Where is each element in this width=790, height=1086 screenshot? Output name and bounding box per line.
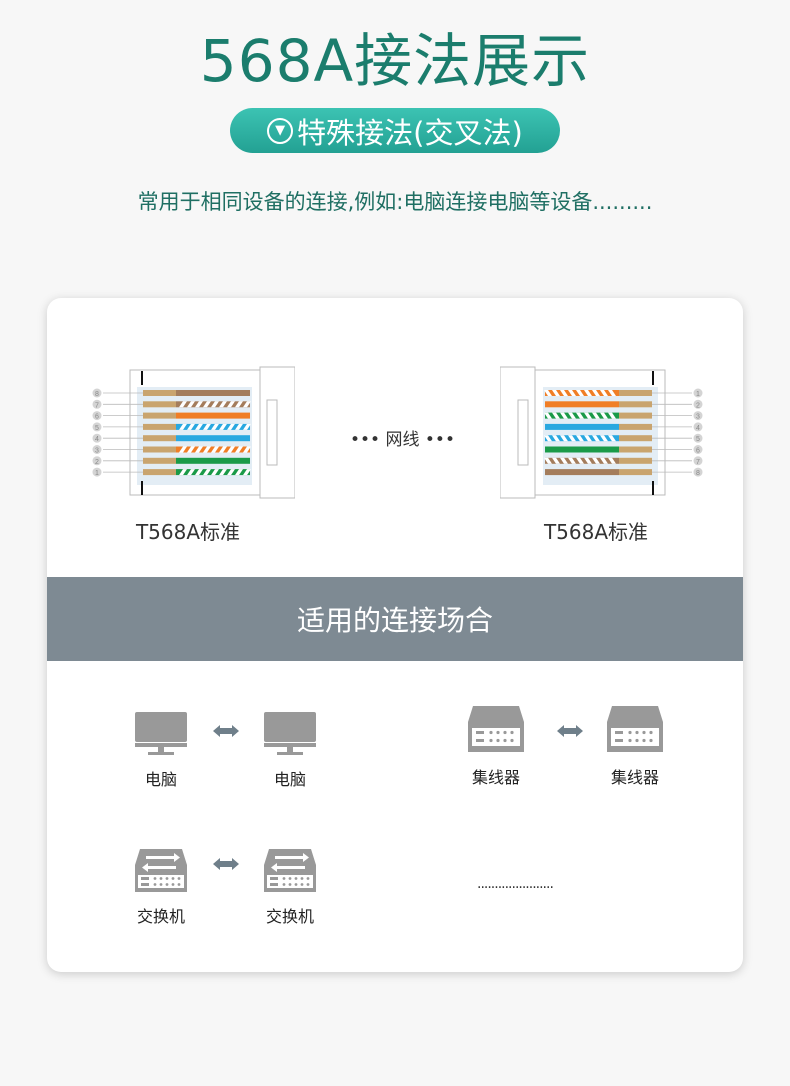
gold-contact — [143, 469, 176, 476]
device-label: 电脑 — [273, 770, 306, 789]
usage-banner: 适用的连接场合 — [47, 577, 743, 661]
device-label: 交换机 — [136, 907, 185, 926]
left-standard-label: T568A标准 — [135, 520, 241, 544]
gold-contact — [619, 412, 652, 419]
gold-contact — [143, 446, 176, 453]
pin-number-marker — [693, 445, 703, 454]
pin-number-marker — [92, 388, 102, 398]
pin-number-marker — [693, 456, 703, 466]
cable-label: ••• 网线 ••• — [350, 430, 455, 450]
pin-number: 8 — [95, 391, 99, 398]
left-rj45-connector: 8 7 6 5 4 3 2 1 — [92, 366, 295, 499]
gold-contact — [143, 457, 176, 464]
wire-solid — [545, 446, 619, 453]
gold-contact — [619, 469, 652, 476]
gold-contact — [143, 401, 176, 408]
pin-number-marker — [92, 399, 102, 409]
right-standard-label: T568A标准 — [543, 520, 649, 544]
crossover-badge: ▼ 特殊接法(交叉法) — [230, 108, 560, 153]
pin-number: 5 — [95, 425, 99, 432]
subtitle: 常用于相同设备的连接,例如:电脑连接电脑等设备......... — [137, 190, 653, 214]
pin-number: 2 — [696, 402, 700, 409]
device-label: 电脑 — [144, 770, 177, 789]
pin-number: 6 — [95, 414, 99, 421]
device-label: 集线器 — [471, 768, 520, 787]
page-title: 568A接法展示 — [199, 27, 591, 95]
pin-number: 3 — [95, 448, 99, 455]
device-hub-b: 集线器 — [595, 706, 675, 788]
gold-contact — [143, 390, 176, 396]
gold-contact — [143, 412, 176, 419]
pin-number-marker — [693, 433, 703, 443]
device-switch-a: 交换机 — [121, 849, 201, 927]
pin-number-marker — [693, 422, 703, 432]
device-pc-b: 电脑 — [250, 712, 330, 790]
gold-contact — [619, 446, 652, 453]
down-triangle-circle-icon: ▼ — [267, 117, 294, 144]
wire-solid — [176, 435, 250, 442]
pin-number-marker — [693, 411, 703, 421]
device-label: 交换机 — [265, 907, 314, 926]
pin-number: 6 — [696, 448, 700, 455]
pin-number: 1 — [696, 391, 700, 398]
pin-number-marker — [693, 388, 703, 398]
pin-number-marker — [92, 422, 102, 432]
wire-solid — [545, 423, 619, 430]
gold-contact — [619, 390, 652, 396]
gold-contact — [619, 457, 652, 464]
switch-icon — [135, 849, 187, 892]
pin-number: 7 — [95, 402, 99, 409]
monitor-icon — [135, 712, 187, 755]
pin-number: 2 — [95, 459, 99, 466]
device-hub-a: 集线器 — [456, 706, 536, 788]
pin-number: 1 — [95, 470, 99, 477]
switch-icon — [264, 849, 316, 892]
pin-number: 3 — [696, 414, 700, 421]
wire-solid — [176, 457, 250, 464]
wire-striped — [176, 423, 250, 430]
pin-number: 4 — [696, 425, 700, 432]
wire-solid — [545, 401, 619, 408]
device-label: 集线器 — [610, 768, 659, 787]
pin-number: 5 — [696, 436, 700, 443]
pin-number-marker — [693, 467, 703, 477]
pin-number-marker — [92, 467, 102, 477]
pin-number-marker — [92, 411, 102, 421]
gold-contact — [143, 423, 176, 430]
more-ellipsis: ...................... — [477, 876, 554, 892]
wire-solid — [176, 412, 250, 419]
pin-number-marker — [693, 399, 703, 409]
hub-icon — [607, 706, 663, 752]
gold-contact — [619, 435, 652, 442]
wire-solid — [545, 469, 619, 476]
pin-number-marker — [92, 433, 102, 443]
info-card: 8 7 6 5 4 3 2 1 ••• 网线 ••• 1 2 3 4 5 6 7 8 T568A标准 T56… — [47, 298, 743, 972]
gold-contact — [143, 435, 176, 442]
gold-contact — [619, 401, 652, 408]
pin-number-marker — [92, 445, 102, 454]
bidirectional-arrow-icon — [213, 725, 239, 737]
gold-contact — [619, 423, 652, 430]
pin-number: 8 — [696, 470, 700, 477]
hub-icon — [468, 706, 524, 752]
bidirectional-arrow-icon — [557, 725, 583, 737]
bidirectional-arrow-icon — [213, 858, 239, 870]
wire-solid — [176, 390, 250, 396]
pin-number: 4 — [95, 436, 99, 443]
right-rj45-connector: 1 2 3 4 5 6 7 8 — [500, 366, 703, 499]
wire-striped — [176, 401, 250, 408]
badge-label: 特殊接法(交叉法) — [297, 115, 523, 150]
wire-striped — [545, 457, 619, 464]
pin-number-marker — [92, 456, 102, 466]
device-pc-a: 电脑 — [121, 712, 201, 790]
device-switch-b: 交换机 — [250, 849, 330, 927]
monitor-icon — [264, 712, 316, 755]
pin-number: 7 — [696, 459, 700, 466]
